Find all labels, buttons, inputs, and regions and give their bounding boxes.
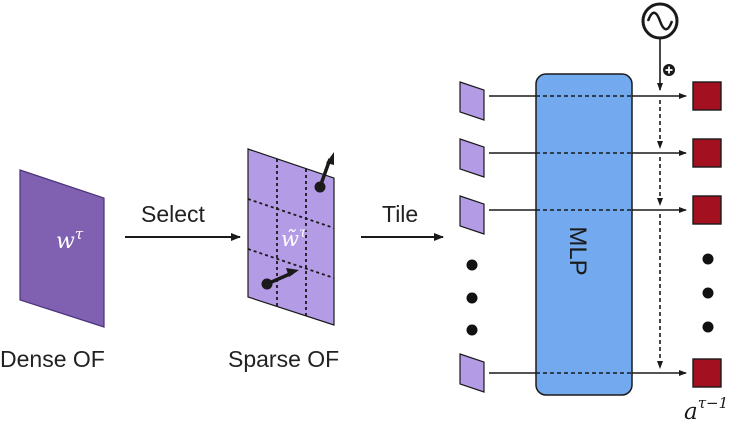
input-tile: [459, 195, 485, 235]
output-square: [692, 195, 722, 225]
flow-vector-2: [261, 268, 299, 290]
input-tile: [459, 81, 485, 121]
output-square: [692, 138, 722, 168]
row-connections: [489, 93, 687, 376]
output-squares: [692, 81, 722, 388]
a-tau-minus-1-label: aτ−1: [684, 394, 728, 425]
w-tau-label: wτ: [56, 225, 84, 254]
input-tile: [459, 138, 485, 178]
sine-wave-circle-icon: [641, 2, 679, 40]
output-ellipsis: [702, 253, 714, 333]
sparse-of-label: Sparse OF: [228, 346, 339, 372]
input-tiles: [459, 81, 485, 393]
output-square: [692, 358, 722, 388]
dense-of-label: Dense OF: [0, 346, 105, 372]
select-label: Select: [141, 201, 206, 227]
dense-of-panel: [19, 169, 105, 328]
flow-vector-1: [314, 152, 334, 193]
input-tile: [459, 353, 485, 393]
tile-label: Tile: [382, 201, 418, 227]
mlp-label: MLP: [564, 226, 591, 275]
mlp-block: [535, 73, 633, 396]
plus-circle-icon: [663, 64, 675, 76]
input-ellipsis: [466, 259, 478, 336]
output-square: [692, 81, 722, 111]
w-tilde-tau-label: w̃τ: [281, 225, 307, 251]
